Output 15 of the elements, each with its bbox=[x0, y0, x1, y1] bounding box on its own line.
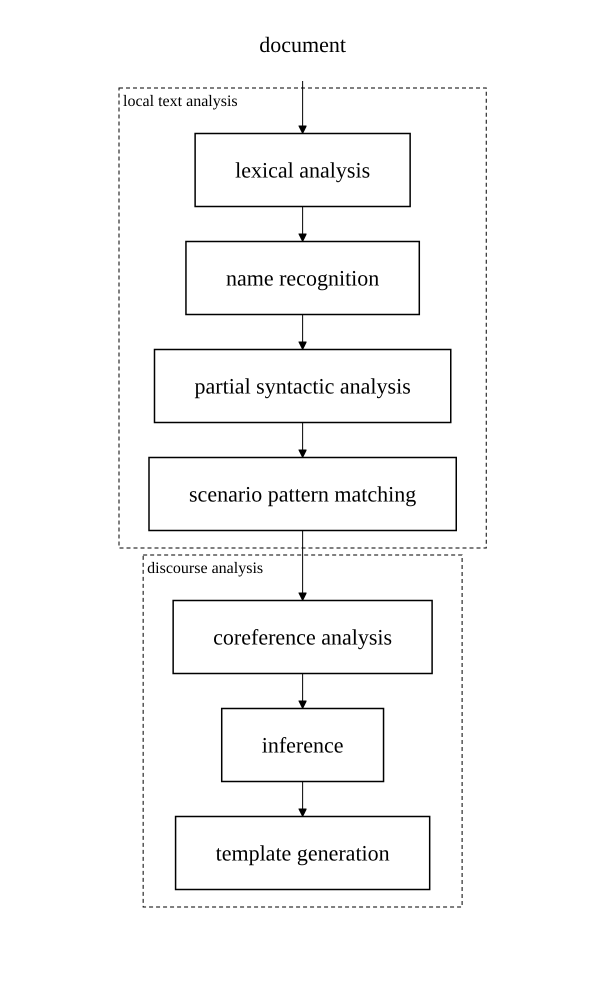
node-box: inference bbox=[220, 708, 384, 782]
node-box: partial syntactic analysis bbox=[154, 348, 452, 424]
arrow bbox=[298, 673, 307, 709]
arrow bbox=[298, 781, 307, 817]
arrow bbox=[298, 80, 307, 134]
node-box: scenario pattern matching bbox=[148, 456, 457, 532]
node-text: document bbox=[259, 32, 346, 57]
node-box: lexical analysis bbox=[194, 132, 411, 208]
node-box: name recognition bbox=[185, 240, 420, 316]
node-box: template generation bbox=[174, 816, 430, 890]
arrow bbox=[298, 206, 307, 242]
arrow bbox=[298, 422, 307, 458]
node-box: coreference analysis bbox=[172, 600, 433, 674]
arrow bbox=[298, 530, 307, 601]
arrow bbox=[298, 314, 307, 350]
